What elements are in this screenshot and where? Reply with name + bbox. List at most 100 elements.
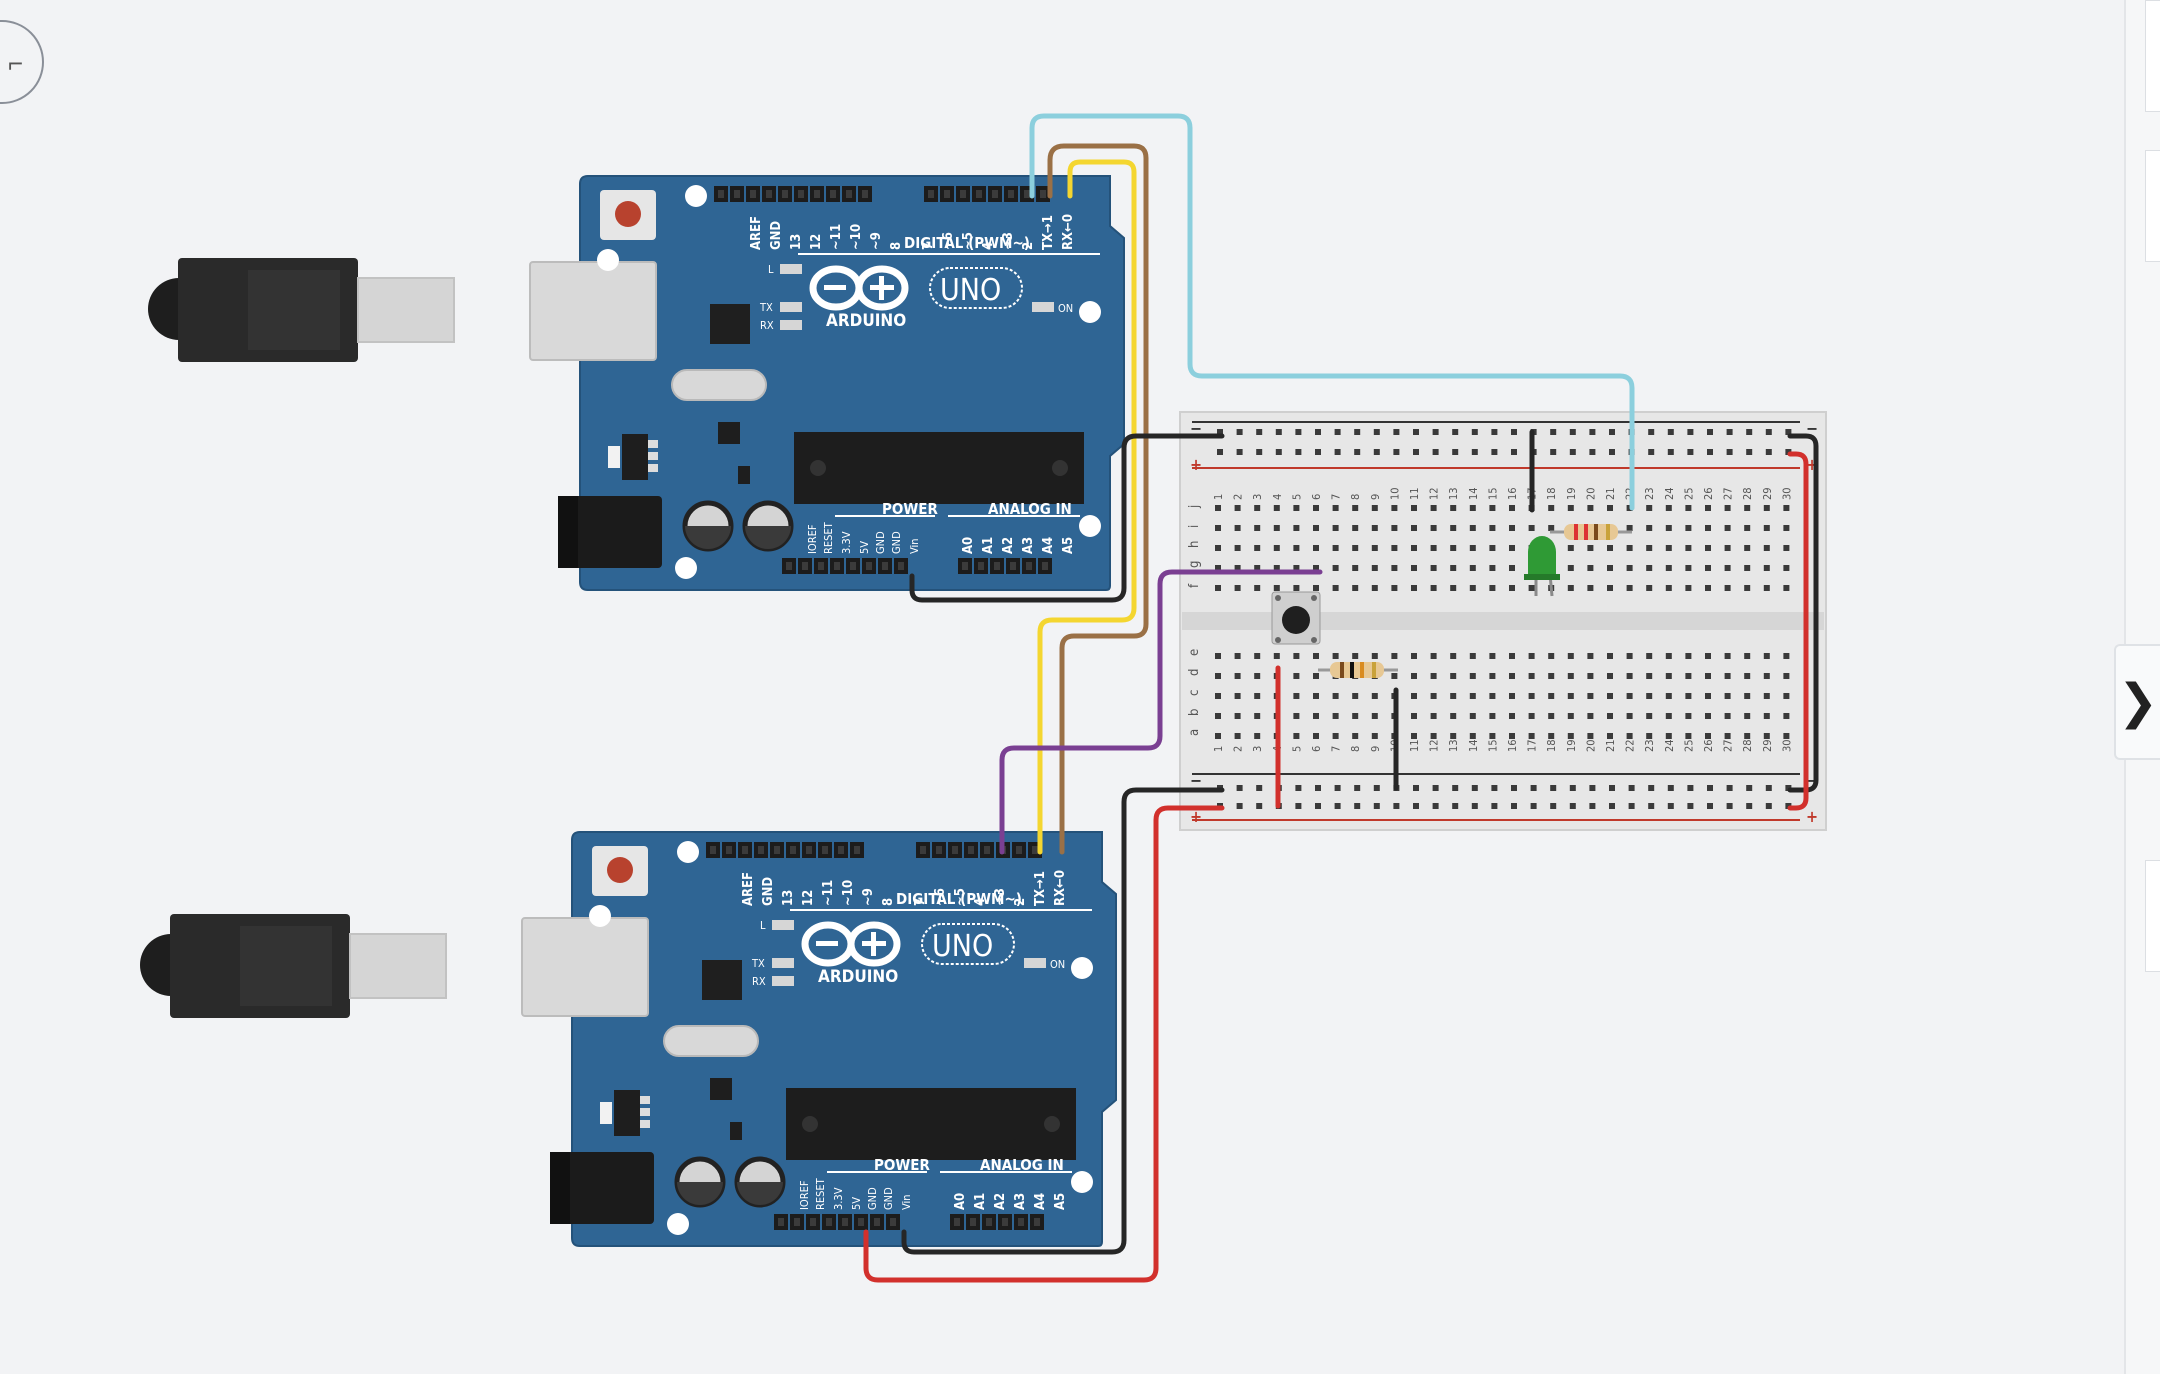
analog-pin-label: A1 [973,1193,988,1210]
digital-pin-label: ~10 [849,224,864,250]
column-label: 16 [1506,487,1519,500]
wire-yellow[interactable] [1037,159,1137,855]
row-label: a [1187,729,1202,736]
panel-tab[interactable] [2145,0,2160,112]
column-label: 19 [1565,487,1578,500]
column-label: 17 [1526,739,1539,752]
row-label: d [1187,669,1202,676]
column-label: 23 [1643,487,1656,500]
power-pin-label: GND [890,531,903,554]
digital-pin-label: 7 [913,898,928,906]
breadboard[interactable]: 1122334455667788991010111112121313141415… [1179,411,1827,831]
column-label: 29 [1761,487,1774,500]
power-pin-label: RESET [822,521,835,554]
digital-pin-label: ~11 [821,880,836,906]
digital-pin-label: AREF [741,872,756,906]
analog-pin-label: A5 [1061,537,1076,554]
column-label: 19 [1565,739,1578,752]
column-label: 29 [1761,739,1774,752]
wire-black-bottom[interactable] [901,787,1225,1255]
arduino-brand-label: ARDUINO [818,967,898,987]
analog-header-label: ANALOG IN [988,500,1072,518]
wire-purple[interactable] [999,569,1323,855]
wire-cyan[interactable] [1029,113,1635,511]
panel-tab[interactable] [2145,150,2160,262]
row-label: e [1187,649,1202,656]
expand-panel-button[interactable]: ❯ [2114,644,2160,760]
tx-led-label: TX [759,301,773,314]
pushbutton[interactable] [1271,591,1321,645]
rx-led-label: RX [752,975,766,988]
wire-black-top[interactable] [909,433,1225,603]
power-pin-label: 5V [850,1197,863,1210]
column-label: 23 [1643,739,1656,752]
digital-pin-label: RX←0 [1061,214,1076,250]
column-label: 3 [1251,746,1264,752]
analog-pin-label: A0 [961,537,976,554]
row-label: g [1187,561,1202,568]
digital-header-label: DIGITAL (PWM~) [896,890,1022,908]
analog-pin-label: A3 [1013,1193,1028,1210]
wire-rail-red-right[interactable] [1787,451,1809,811]
digital-pin-label: 4 [981,242,996,250]
column-label: 8 [1349,494,1362,500]
wire-rail-black-right[interactable] [1787,433,1819,793]
column-label: 28 [1741,739,1754,752]
power-pin-label: GND [874,531,887,554]
rail-polarity-label: + [1190,807,1202,826]
row-label: c [1187,690,1202,696]
column-label: 5 [1290,494,1303,500]
column-label: 20 [1584,739,1597,752]
wire-brown[interactable] [1047,143,1149,855]
usb-cable-top[interactable] [147,257,455,363]
column-label: 25 [1682,487,1695,500]
column-label: 24 [1663,739,1676,752]
column-label: 26 [1702,739,1715,752]
digital-pin-label: TX→1 [1033,871,1048,906]
column-label: 25 [1682,739,1695,752]
resistor-pulldown[interactable] [1318,662,1398,678]
power-header-label: POWER [882,500,938,518]
chevron-right-icon: ❯ [2117,676,2159,729]
wire-red[interactable] [863,805,1225,1283]
uno-model-label: UNO [940,273,1001,308]
on-led-label: ON [1050,958,1065,971]
digital-pin-label: ~5 [953,888,968,906]
power-pin-label: RESET [814,1177,827,1210]
digital-pin-label: 13 [789,234,804,250]
column-label: 13 [1447,739,1460,752]
column-label: 27 [1722,487,1735,500]
arduino-brand-label: ARDUINO [826,311,906,331]
digital-pin-label: GND [761,877,776,906]
l-led-label: L [768,263,774,276]
row-label: h [1187,541,1202,548]
power-pin-label: GND [866,1187,879,1210]
row-label: i [1187,525,1202,528]
column-label: 27 [1722,739,1735,752]
usb-cable-bottom[interactable] [139,913,447,1019]
led-green[interactable] [1524,536,1560,597]
column-label: 30 [1780,487,1793,500]
digital-pin-label: GND [769,221,784,250]
column-label: 9 [1369,494,1382,500]
rx-led-label: RX [760,319,774,332]
rail-polarity-label: + [1190,455,1202,474]
digital-pin-label: 12 [801,890,816,906]
tx-led-label: TX [751,957,765,970]
resistor-led[interactable] [1550,524,1632,540]
column-label: 1 [1212,746,1225,752]
panel-tab[interactable] [2145,860,2160,972]
column-label: 22 [1624,739,1637,752]
column-label: 7 [1330,746,1343,752]
digital-pin-label: 8 [889,242,904,250]
rail-polarity-label: − [1806,419,1818,438]
digital-pin-label: 2 [1013,898,1028,906]
digital-pin-label: 7 [921,242,936,250]
digital-pin-label: 4 [973,898,988,906]
analog-pin-label: A5 [1053,1193,1068,1210]
row-label: b [1187,709,1202,716]
column-label: 1 [1212,494,1225,500]
on-led-label: ON [1058,302,1073,315]
